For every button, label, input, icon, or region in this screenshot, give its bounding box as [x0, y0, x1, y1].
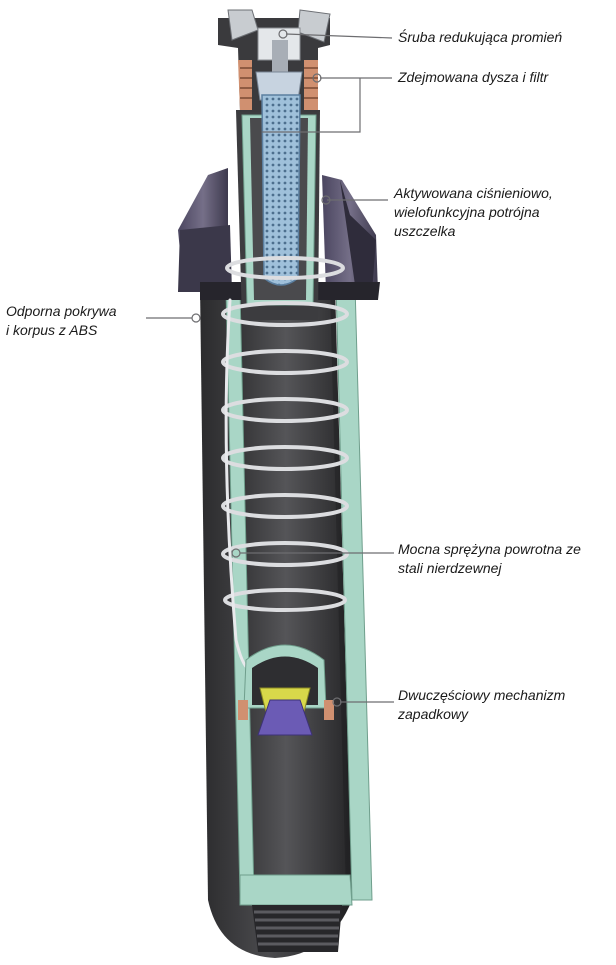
callout-spring: Mocna sprężyna powrotna ze stali nierdze…: [398, 540, 581, 578]
callout-text-line: wielofunkcyjna potrójna: [394, 203, 553, 222]
callout-text-line: uszczelka: [394, 222, 553, 241]
callout-text-line: Dwuczęściowy mechanizm: [398, 686, 565, 705]
callout-text-line: Mocna sprężyna powrotna ze: [398, 540, 581, 559]
callout-nozzle-filter: Zdejmowana dysza i filtr: [398, 68, 548, 87]
callout-radius-screw: Śruba redukująca promień: [398, 28, 562, 47]
callout-body-cover: Odporna pokrywa i korpus z ABS: [6, 302, 117, 340]
callout-text-line: Odporna pokrywa: [6, 302, 117, 321]
callout-text-line: stali nierdzewnej: [398, 559, 581, 578]
callout-text-line: i korpus z ABS: [6, 321, 117, 340]
callout-text: Śruba redukująca promień: [398, 28, 562, 47]
callout-text-line: Aktywowana ciśnieniowo,: [394, 184, 553, 203]
bottom-thread: [252, 905, 342, 952]
callout-text-line: zapadkowy: [398, 705, 565, 724]
callout-text: Zdejmowana dysza i filtr: [398, 68, 548, 87]
callout-ratchet: Dwuczęściowy mechanizm zapadkowy: [398, 686, 565, 724]
callout-seal: Aktywowana ciśnieniowo, wielofunkcyjna p…: [394, 184, 553, 241]
